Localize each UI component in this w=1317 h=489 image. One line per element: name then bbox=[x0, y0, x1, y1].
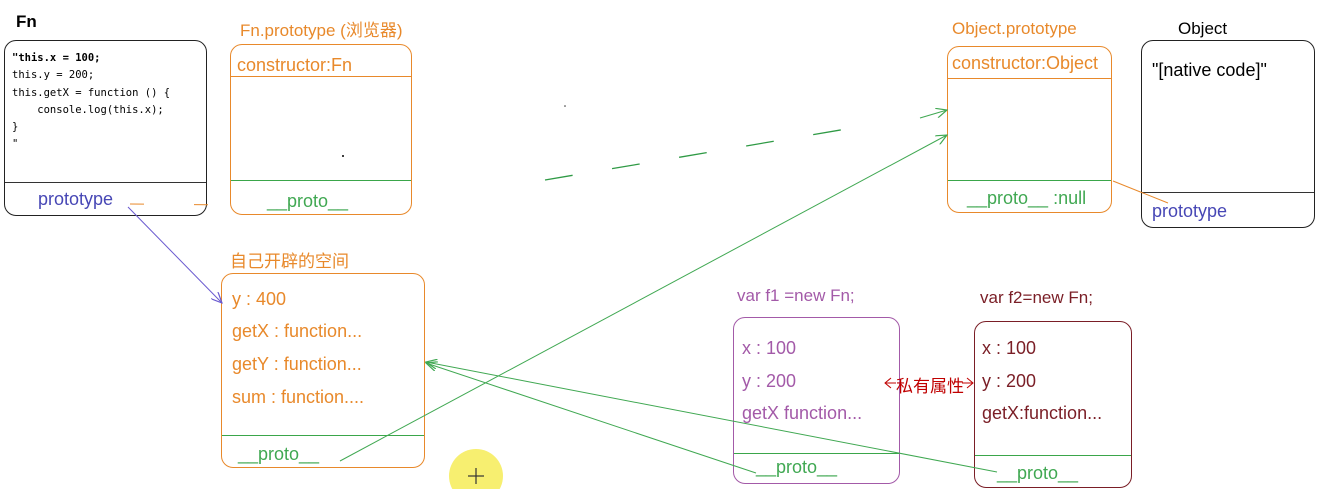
fn-code-line-4: console.log(this.x); bbox=[12, 104, 164, 116]
f1-item-x: x : 100 bbox=[742, 338, 797, 358]
object-prototype-title: Object.prototype bbox=[952, 19, 1077, 38]
own-space-box bbox=[221, 273, 425, 468]
object-prototype-constructor: constructor:Object bbox=[952, 53, 1099, 73]
f1-item-getx: getX function... bbox=[742, 403, 863, 423]
stray-dot-2 bbox=[564, 105, 566, 107]
f2-item-getx: getX:function... bbox=[982, 403, 1103, 423]
own-space-item-y: y : 400 bbox=[232, 289, 287, 309]
f1-item-y: y : 200 bbox=[742, 371, 797, 391]
fn-prototype-title: Fn.prototype (浏览器) bbox=[240, 21, 403, 40]
f2-title: var f2=new Fn; bbox=[980, 288, 1093, 307]
fn-code-line-1: "this.x = 100; bbox=[12, 52, 101, 64]
own-space-proto: __proto__ bbox=[238, 444, 320, 464]
fn-prototype-proto: __proto__ bbox=[267, 191, 349, 211]
f1-box bbox=[733, 317, 900, 484]
own-space-separator bbox=[222, 435, 424, 436]
f1-separator bbox=[734, 453, 899, 454]
fn-prototype-to-object-prototype-link bbox=[544, 124, 871, 181]
fn-code-line-3: this.getX = function () { bbox=[12, 87, 171, 99]
object-box bbox=[1141, 40, 1315, 228]
object-prototype-proto: __proto__ :null bbox=[967, 188, 1087, 208]
object-to-object-prototype-link bbox=[1112, 180, 1169, 204]
own-space-item-getx: getX : function... bbox=[232, 321, 363, 341]
fn-separator bbox=[5, 182, 206, 183]
object-prototype-bottom-separator bbox=[948, 180, 1111, 181]
fn-prototype-constructor: constructor:Fn bbox=[237, 55, 353, 75]
object-separator bbox=[1142, 192, 1314, 193]
object-prototype-label: prototype bbox=[1152, 201, 1228, 221]
fn-prototype-top-separator bbox=[231, 76, 411, 77]
f2-separator bbox=[975, 455, 1131, 456]
fn-code-line-5: } bbox=[12, 121, 19, 133]
f2-item-x: x : 100 bbox=[982, 338, 1037, 358]
own-space-title: 自己开辟的空间 bbox=[230, 252, 349, 271]
stray-dot-1 bbox=[342, 155, 344, 157]
own-space-item-gety: getY : function... bbox=[232, 354, 362, 374]
move-cursor-icon bbox=[468, 468, 484, 484]
private-properties-label: 私有属性 bbox=[896, 377, 964, 396]
f1-proto-arrow bbox=[426, 363, 757, 474]
own-space-proto-arrow bbox=[339, 135, 947, 462]
own-space-item-sum: sum : function.... bbox=[232, 387, 365, 407]
object-native-code: "[native code]" bbox=[1152, 60, 1267, 80]
own-space-proto-arrow-head-extra bbox=[919, 110, 947, 119]
object-title: Object bbox=[1178, 19, 1228, 38]
fn-code-line-2: this.y = 200; bbox=[12, 69, 95, 81]
fn-box bbox=[4, 40, 207, 216]
fn-to-fn-prototype-link bbox=[129, 203, 231, 206]
f1-title: var f1 =new Fn; bbox=[737, 286, 855, 305]
f2-proto-arrow bbox=[426, 362, 998, 473]
f2-proto: __proto__ bbox=[997, 463, 1079, 483]
fn-title: Fn bbox=[16, 12, 37, 31]
fn-prototype-box bbox=[230, 44, 412, 215]
f1-proto: __proto__ bbox=[756, 457, 838, 477]
fn-code-line-6: " bbox=[12, 138, 19, 150]
fn-prototype-pointer-arrow bbox=[127, 206, 222, 303]
f2-box bbox=[974, 321, 1132, 488]
f2-item-y: y : 200 bbox=[982, 371, 1037, 391]
fn-prototype-label: prototype bbox=[38, 189, 114, 209]
object-prototype-box bbox=[947, 46, 1112, 213]
fn-prototype-bottom-separator bbox=[231, 180, 411, 181]
object-prototype-top-separator bbox=[948, 78, 1111, 79]
